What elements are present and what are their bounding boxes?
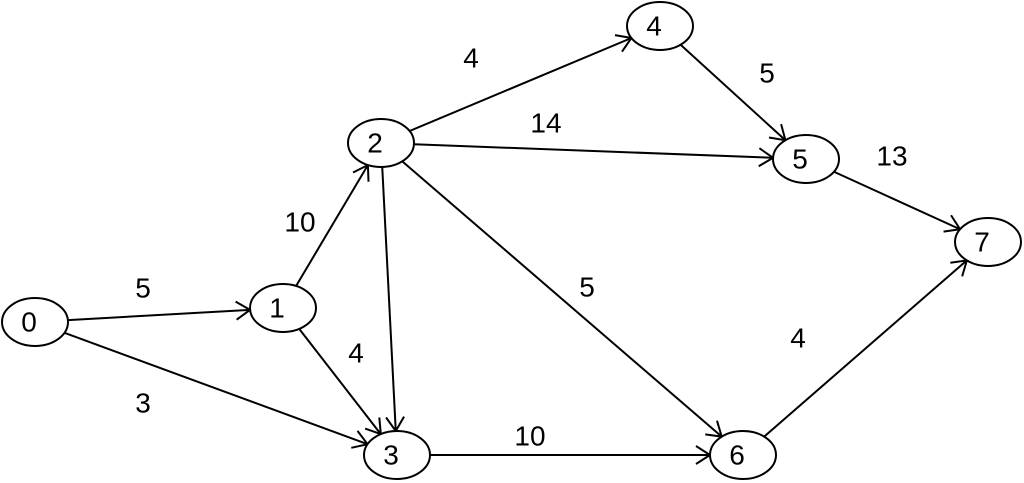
edge-2-3 <box>381 166 405 433</box>
edge-5-7 <box>833 170 962 233</box>
edge-line <box>67 308 251 322</box>
edge-2-6 <box>401 160 724 438</box>
node-ellipse <box>772 134 840 184</box>
node-0: 0 <box>1 297 69 347</box>
edge-1-3 <box>298 328 382 436</box>
node-7: 7 <box>954 217 1022 267</box>
edge-line <box>763 259 968 438</box>
node-label: 3 <box>383 440 399 471</box>
edge-3-6 <box>430 445 712 465</box>
node-4: 4 <box>626 1 694 51</box>
edge-2-4 <box>409 34 634 132</box>
node-label: 4 <box>646 11 662 42</box>
edge-weight-2-5: 14 <box>530 108 561 139</box>
node-label: 1 <box>269 293 285 324</box>
edge-weight-1-2: 10 <box>284 207 315 238</box>
edge-line <box>409 37 632 132</box>
edge-weight-2-4: 4 <box>463 43 479 74</box>
edge-line <box>833 170 961 231</box>
edge-weight-0-1: 5 <box>135 273 151 304</box>
node-label: 5 <box>792 144 808 175</box>
edges-layer <box>64 34 969 465</box>
edge-2-5 <box>413 143 775 168</box>
edge-weight-0-3: 3 <box>135 388 151 419</box>
node-label: 6 <box>729 440 745 471</box>
edge-line <box>413 143 774 159</box>
node-ellipse <box>347 118 415 168</box>
node-5: 5 <box>772 134 840 184</box>
node-ellipse <box>626 1 694 51</box>
edge-line <box>298 328 382 435</box>
edge-weight-1-3: 4 <box>348 338 364 369</box>
node-ellipse <box>709 430 777 480</box>
edge-line <box>401 160 723 438</box>
edge-line <box>381 166 397 432</box>
edge-line <box>679 44 787 141</box>
node-label: 0 <box>21 307 37 338</box>
edge-weight-6-7: 4 <box>790 323 806 354</box>
node-label: 2 <box>367 128 383 159</box>
node-ellipse <box>954 217 1022 267</box>
edge-line <box>64 331 368 446</box>
node-ellipse <box>363 430 431 480</box>
edge-line <box>295 164 369 287</box>
edge-weight-5-7: 13 <box>876 141 907 172</box>
node-ellipse <box>1 297 69 347</box>
node-2: 2 <box>347 118 415 168</box>
node-1: 1 <box>249 283 317 333</box>
edge-weight-2-6: 5 <box>579 272 595 303</box>
edge-weight-3-6: 10 <box>514 421 545 452</box>
node-6: 6 <box>709 430 777 480</box>
edge-0-3 <box>64 331 370 449</box>
edge-0-1 <box>67 300 252 322</box>
edge-weight-4-5: 5 <box>759 58 775 89</box>
node-label: 7 <box>974 227 990 258</box>
node-ellipse <box>249 283 317 333</box>
node-3: 3 <box>363 430 431 480</box>
weights-layer: 5 3 10 4 4 14 5 5 13 10 4 <box>135 43 907 452</box>
